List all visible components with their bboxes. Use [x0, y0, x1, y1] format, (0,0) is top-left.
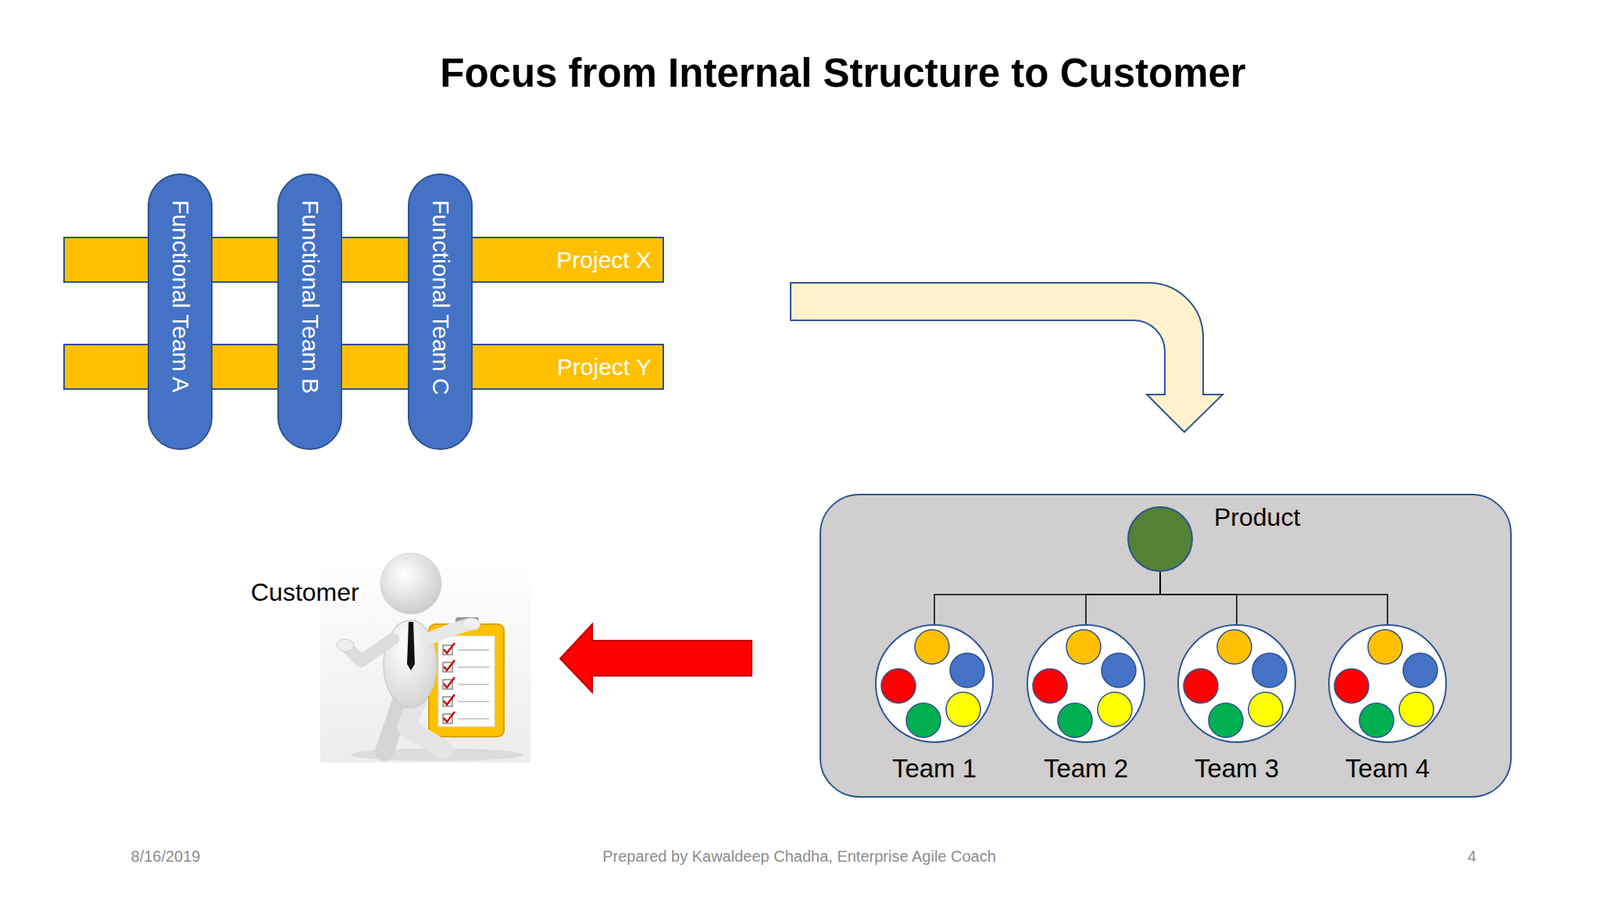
- node-label: Project X: [556, 246, 652, 274]
- figure-head: [380, 553, 442, 615]
- customer-label: Customer: [250, 578, 360, 608]
- functional-team-pill: Functional Team B: [277, 173, 343, 450]
- node-label: Functional Team C: [427, 200, 454, 449]
- checklist-lines: [457, 650, 490, 719]
- check-marks: [443, 642, 455, 722]
- figure-hand: [336, 639, 354, 652]
- footer-date: 8/16/2019: [131, 847, 201, 866]
- functional-team-pill: Functional Team A: [147, 173, 213, 450]
- product-circle: Product: [1127, 506, 1193, 572]
- tree-connector: [1160, 571, 1388, 625]
- node-label: Functional Team A: [167, 200, 194, 449]
- red-block-arrow: [560, 624, 752, 693]
- slide-number: 4: [1467, 847, 1476, 866]
- diagram-title: Focus from Internal Structure to Custome…: [0, 50, 1600, 97]
- tree-connector: [934, 571, 1161, 625]
- node-label: Team 1: [892, 753, 977, 784]
- team-circle: Team 3: [1177, 624, 1297, 743]
- team-circle: Team 2: [1026, 624, 1146, 743]
- tree-connector: [1085, 571, 1161, 625]
- node-label: Functional Team B: [296, 200, 324, 449]
- team-circle: Team 1: [875, 624, 994, 743]
- figure-arm: [348, 639, 393, 661]
- node-label: Product: [1214, 503, 1300, 533]
- footer-author: Prepared by Kawaldeep Chadha, Enterprise…: [602, 847, 997, 866]
- node-label: Team 3: [1194, 753, 1279, 784]
- node-label: Team 4: [1345, 753, 1430, 784]
- functional-team-pill: Functional Team C: [407, 173, 473, 450]
- clipboard: [428, 624, 504, 737]
- checklist: [442, 642, 490, 724]
- curved-block-arrow: [790, 282, 1223, 433]
- team-circle: Team 4: [1328, 624, 1447, 743]
- figure-tie: [407, 621, 415, 671]
- node-label: Project Y: [557, 353, 652, 381]
- figure-hand: [461, 617, 481, 631]
- node-label: Team 2: [1043, 753, 1129, 784]
- product-container: [820, 494, 1511, 797]
- tree-connector: [1160, 571, 1237, 625]
- figure-arm: [427, 625, 468, 640]
- clipboard-paper: [438, 635, 495, 727]
